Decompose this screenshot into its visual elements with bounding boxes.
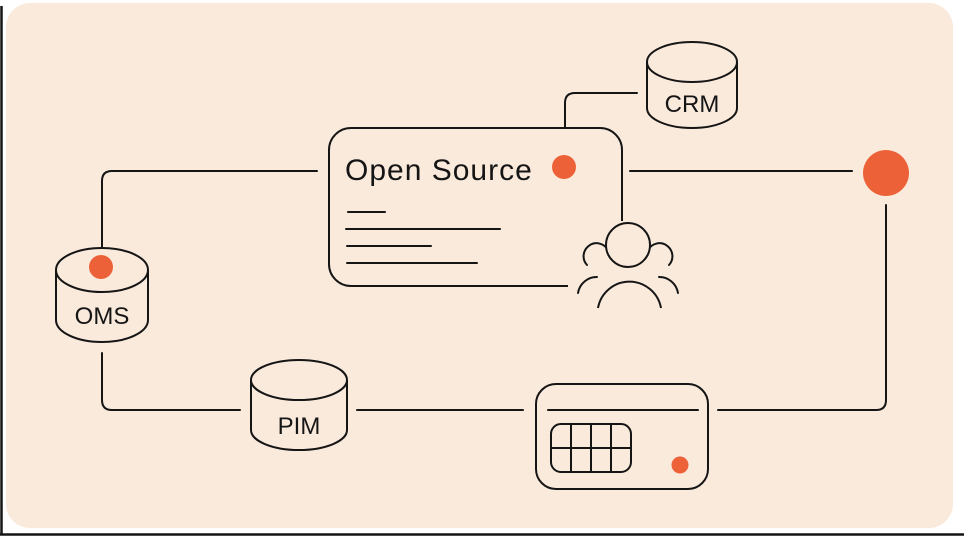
oms-label: OMS: [75, 303, 130, 330]
card-outline: [535, 383, 709, 490]
oms-accent-dot: [89, 255, 113, 279]
back-left-head-arc: [582, 242, 609, 266]
open-source-card: Open Source: [328, 127, 623, 287]
back-right-head-arc: [647, 242, 674, 266]
crm-database-icon: CRM: [646, 41, 738, 129]
connector-card-to-oms: [101, 170, 318, 256]
front-head: [605, 222, 651, 268]
pim-database-icon: PIM: [250, 359, 348, 451]
back-left-body-arc: [577, 275, 598, 294]
crm-label: CRM: [665, 91, 720, 118]
people-group-icon: [577, 222, 679, 309]
pim-label: PIM: [278, 413, 321, 440]
back-right-body-arc: [658, 275, 679, 294]
card-with-keypad-icon: [535, 383, 709, 490]
oms-database-icon: OMS: [55, 247, 149, 343]
connector-oms-to-pim: [101, 352, 241, 411]
card-accent-dot: [552, 155, 576, 179]
connector-dot-to-crm: [564, 92, 638, 157]
connector-lines: [101, 92, 887, 411]
frame-border: [0, 6, 964, 536]
front-body-arc: [597, 280, 662, 309]
open-source-title: Open Source: [345, 154, 533, 187]
keypad-grid: [550, 423, 632, 473]
large-accent-hub-dot: [863, 150, 909, 196]
card-icon-accent-dot: [671, 456, 689, 474]
connector-card-icon-to-hub: [717, 204, 887, 411]
text-placeholder-lines: [345, 211, 501, 264]
